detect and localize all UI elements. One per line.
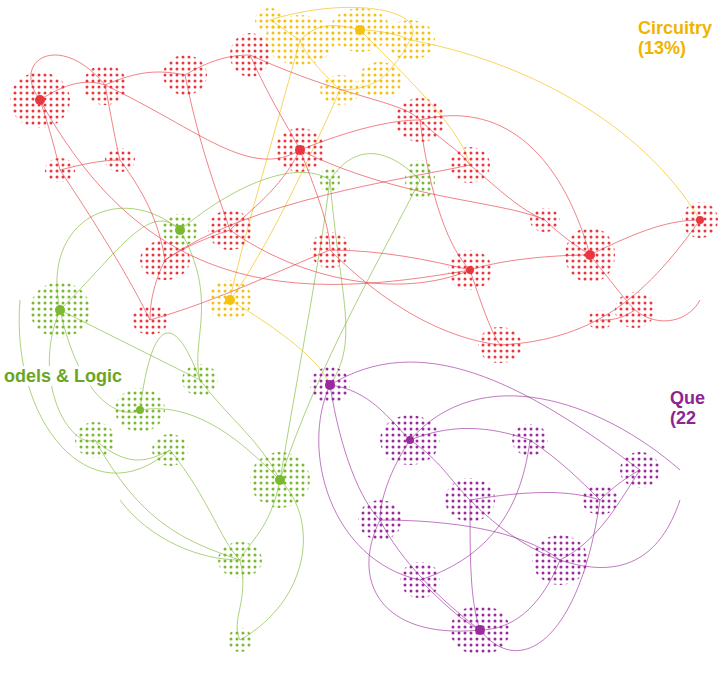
cluster-share: (13%) bbox=[636, 38, 688, 58]
purple-clusters bbox=[310, 367, 660, 655]
cluster-label: Circuitry bbox=[636, 18, 714, 38]
yellow-links bbox=[230, 7, 700, 385]
cluster-label: odels & Logic bbox=[2, 366, 124, 386]
red-clusters bbox=[10, 33, 718, 363]
cluster-share: (22 bbox=[668, 408, 698, 428]
purple-links bbox=[319, 362, 680, 651]
red-links bbox=[31, 55, 700, 345]
yellow-clusters bbox=[208, 8, 435, 320]
green-links bbox=[19, 154, 420, 640]
cluster-label: Que bbox=[668, 388, 707, 408]
green-clusters bbox=[30, 160, 435, 652]
